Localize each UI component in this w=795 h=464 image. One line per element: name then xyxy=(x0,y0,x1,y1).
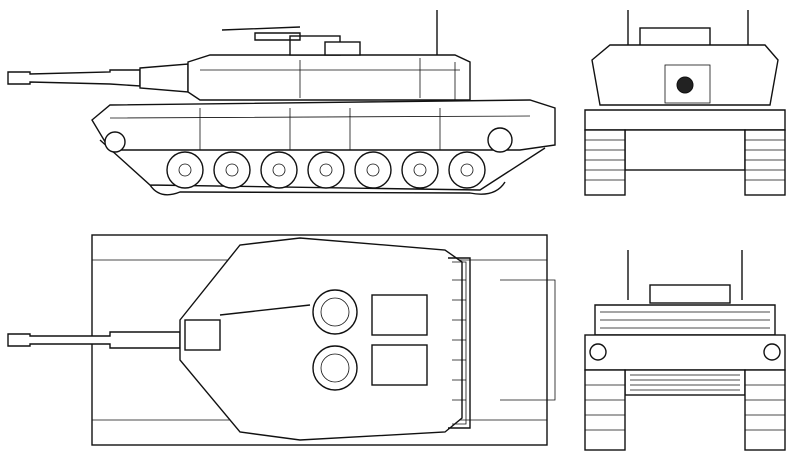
hull-side xyxy=(91,99,556,151)
rear-view xyxy=(584,250,786,451)
front-view xyxy=(584,10,786,196)
gun-mantlet xyxy=(139,63,189,93)
turret-front xyxy=(591,44,779,106)
top-view xyxy=(7,234,556,446)
loader-hatch xyxy=(312,345,358,391)
left-track-front xyxy=(584,129,626,196)
track xyxy=(99,139,546,196)
hull-front xyxy=(584,109,786,131)
road-wheels xyxy=(104,127,513,189)
left-track-rear xyxy=(584,369,626,451)
right-track-front xyxy=(744,129,786,196)
turret-top xyxy=(179,237,463,441)
hull-rear xyxy=(584,334,786,371)
gun-muzzle xyxy=(676,76,694,94)
commander-hatch xyxy=(312,289,358,335)
gun-barrel xyxy=(7,69,141,87)
turret-side xyxy=(187,54,471,101)
side-view xyxy=(7,10,556,196)
right-track-rear xyxy=(744,369,786,451)
bustle-rack xyxy=(448,257,471,429)
